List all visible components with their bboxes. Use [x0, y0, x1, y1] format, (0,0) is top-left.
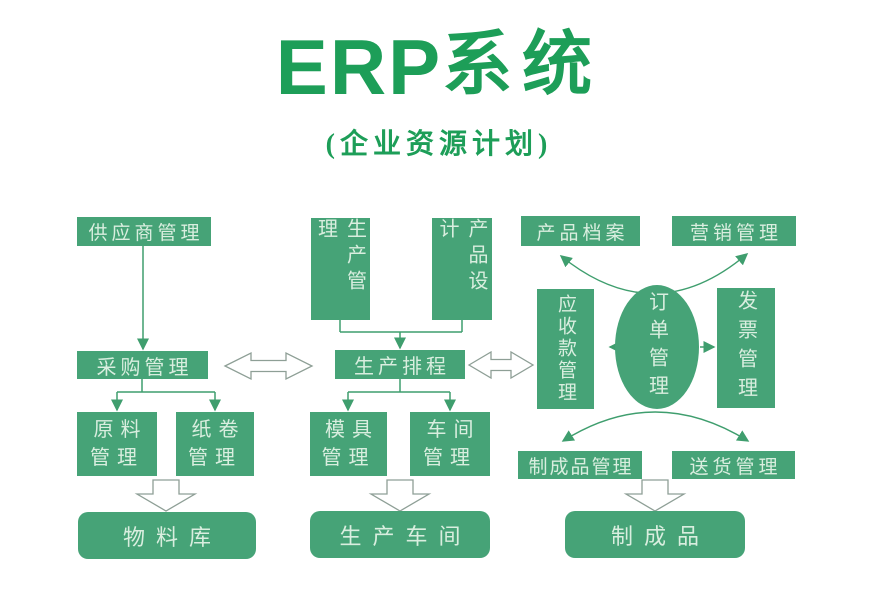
node-production-scheduling: 生产排程: [335, 350, 465, 379]
double-arrow-scheduling-receivables: [467, 350, 535, 380]
node-raw-material-management: 原料管理: [77, 412, 157, 476]
node-supplier-management: 供应商管理: [77, 217, 211, 246]
node-production-management: 生产管理: [311, 218, 370, 320]
node-delivery-management: 送货管理: [672, 451, 795, 479]
node-purchasing-management: 采购管理: [77, 351, 208, 379]
node-paper-roll-management: 纸卷管理: [176, 412, 254, 476]
double-arrow-purchasing-scheduling: [223, 351, 314, 381]
node-marketing-management: 营销管理: [672, 216, 796, 246]
title-cn: 系统: [442, 27, 603, 104]
node-order-management: 订单管理: [615, 285, 699, 409]
arc-order-to-bottom-boxes: [561, 411, 750, 442]
node-product-design: 产品设计: [432, 218, 492, 320]
node-mold-management: 模具管理: [310, 412, 387, 476]
page-title: ERP系统: [0, 28, 878, 106]
node-receivables-management: 应收款管理: [537, 289, 594, 409]
node-workshop-management: 车间管理: [410, 412, 490, 476]
node-production-workshop: 生产车间: [310, 511, 490, 558]
node-finished-product-management: 制成品管理: [518, 451, 642, 479]
node-finished-products: 制成品: [565, 511, 745, 558]
hollow-arrow-to-finished-goods: [623, 479, 687, 512]
hollow-arrow-to-production-shop: [368, 479, 432, 512]
node-invoice-management: 发票管理: [717, 288, 775, 408]
connector-purchasing-split: [117, 379, 215, 393]
connector-design-join: [339, 320, 463, 333]
node-material-store: 物料库: [78, 512, 256, 559]
connector-scheduling-split: [348, 379, 450, 393]
node-product-archive: 产品档案: [521, 216, 640, 246]
title-erp: ERP: [275, 23, 443, 111]
hollow-arrow-to-material-store: [134, 479, 198, 512]
page-subtitle: (企业资源计划): [325, 129, 553, 160]
